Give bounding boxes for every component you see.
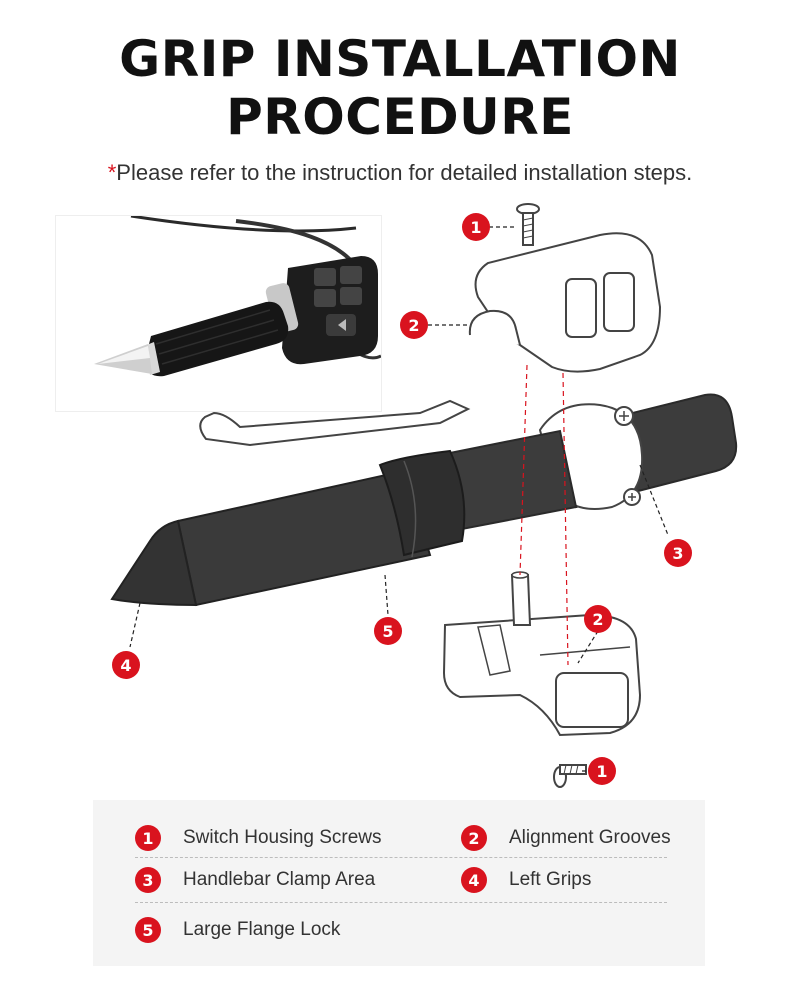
flange-lock xyxy=(378,449,466,557)
legend-panel: 1 Switch Housing Screws 2 Alignment Groo… xyxy=(93,800,705,966)
svg-text:2: 2 xyxy=(592,610,603,629)
legend-label: Large Flange Lock xyxy=(183,919,341,940)
callout-1-top: 1 xyxy=(462,213,490,241)
svg-text:4: 4 xyxy=(120,656,131,675)
svg-text:5: 5 xyxy=(382,622,393,641)
exploded-diagram: 1 2 3 4 5 2 1 xyxy=(110,203,738,788)
legend-item-large-flange-lock: 5 Large Flange Lock xyxy=(135,912,340,948)
subtitle-asterisk: * xyxy=(107,160,117,185)
legend-item-handlebar-clamp-area: 3 Handlebar Clamp Area xyxy=(135,862,375,898)
legend-divider xyxy=(135,902,667,903)
legend-item-left-grips: 4 Left Grips xyxy=(461,862,591,898)
legend-badge: 1 xyxy=(135,825,161,851)
legend-item-alignment-grooves: 2 Alignment Grooves xyxy=(461,820,671,856)
legend-divider xyxy=(135,857,667,858)
grip-tip xyxy=(110,519,198,607)
callout-2-lower: 2 xyxy=(584,605,612,633)
legend-badge: 4 xyxy=(461,867,487,893)
legend-badge: 2 xyxy=(461,825,487,851)
screw-top-icon xyxy=(516,203,540,246)
svg-text:3: 3 xyxy=(672,544,683,563)
legend-label: Left Grips xyxy=(509,869,592,890)
title-line-1: GRIP INSTALLATION xyxy=(119,30,681,88)
legend-label: Switch Housing Screws xyxy=(183,827,382,848)
callout-3: 3 xyxy=(664,539,692,567)
svg-text:2: 2 xyxy=(408,316,419,335)
svg-text:1: 1 xyxy=(470,218,481,237)
callout-4: 4 xyxy=(112,651,140,679)
legend-badge: 3 xyxy=(135,867,161,893)
page-title: GRIP INSTALLATION PROCEDURE xyxy=(0,30,800,146)
title-line-2: PROCEDURE xyxy=(226,88,574,146)
callout-2-upper: 2 xyxy=(400,311,428,339)
grip-photo-illustration xyxy=(94,216,381,377)
legend-badge: 5 xyxy=(135,917,161,943)
svg-text:1: 1 xyxy=(596,762,607,781)
subtitle-text: Please refer to the instruction for deta… xyxy=(116,160,693,185)
subtitle: *Please refer to the instruction for det… xyxy=(0,160,800,186)
callout-5: 5 xyxy=(374,617,402,645)
legend-item-switch-housing-screws: 1 Switch Housing Screws xyxy=(135,820,382,856)
legend-label: Handlebar Clamp Area xyxy=(183,869,376,890)
callout-1-bottom: 1 xyxy=(588,757,616,785)
clutch-lever xyxy=(199,399,471,447)
legend-label: Alignment Grooves xyxy=(509,827,671,848)
product-photo xyxy=(55,215,382,412)
screw-bottom-icon xyxy=(553,764,587,788)
